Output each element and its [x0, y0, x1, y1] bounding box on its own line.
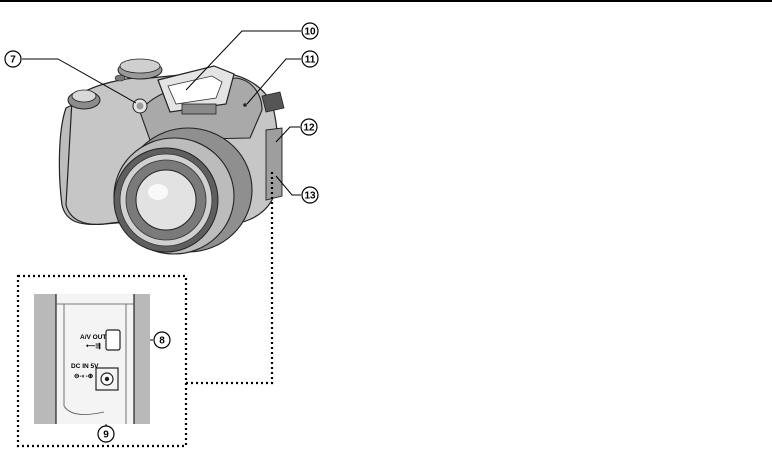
dc-in-label: DC IN 5V: [71, 363, 99, 370]
flash-hinge: [182, 104, 216, 114]
inset-panel-left: [34, 294, 56, 424]
af-assist-lamp-inner: [137, 103, 144, 110]
callout-10-label: 10: [304, 27, 316, 38]
callout-8: 8: [154, 332, 170, 348]
mode-dial-top: [120, 59, 160, 73]
callout-13-label: 13: [304, 191, 316, 202]
callout-7: 7: [5, 51, 21, 67]
dc-in-jack-pin: [105, 377, 109, 381]
strap-eyelet: [262, 92, 284, 112]
callout-7-label: 7: [10, 55, 16, 66]
av-out-port: [106, 330, 120, 350]
callout-9: 9: [98, 426, 114, 442]
microphone: [243, 103, 247, 107]
terminal-inset: A/V OUT ⟵⇶ DC IN 5V ⊖-◐-⊕: [34, 294, 150, 424]
inset-panel-right: [134, 294, 150, 424]
inset-panel-bg: [56, 294, 134, 424]
dc-polarity-symbol: ⊖-◐-⊕: [74, 373, 94, 380]
callout-11: 11: [302, 51, 318, 67]
camera-illustration: [59, 59, 284, 254]
callout-11-label: 11: [305, 55, 316, 66]
callout-12-label: 12: [303, 123, 315, 134]
callout-13: 13: [302, 187, 318, 203]
callout-8-label: 8: [159, 336, 165, 347]
shutter-button-top: [72, 90, 96, 102]
small-top-button: [115, 75, 125, 81]
av-out-label: A/V OUT: [80, 334, 106, 341]
usb-symbol: ⟵⇶: [86, 342, 101, 350]
callout-12: 12: [301, 119, 317, 135]
callout-10: 10: [302, 23, 318, 39]
lens-highlight: [148, 184, 168, 200]
lens-glass: [136, 170, 196, 230]
callout-9-label: 9: [103, 430, 109, 441]
